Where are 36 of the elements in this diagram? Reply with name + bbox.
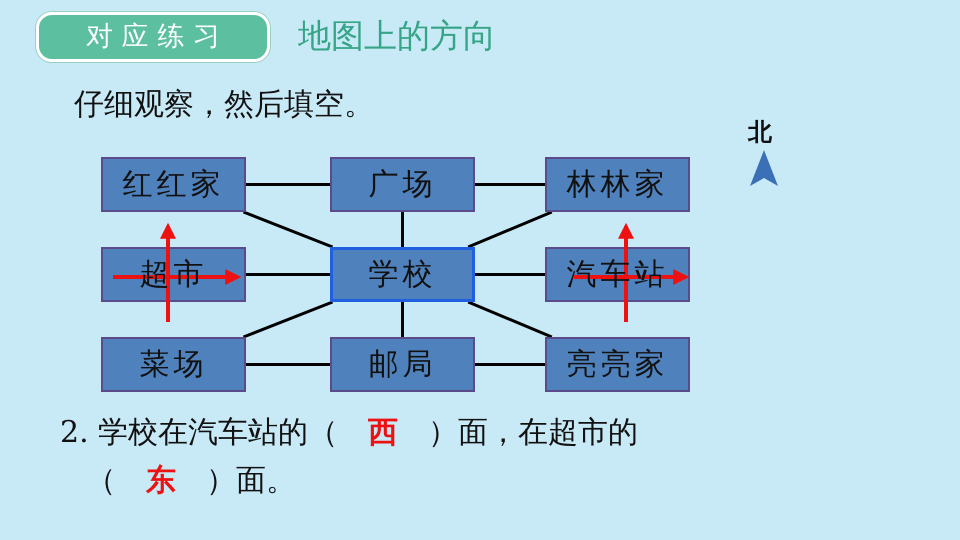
map-place-box <box>330 247 475 302</box>
connector-line <box>242 300 334 338</box>
north-label: 北 <box>748 116 772 148</box>
answer-text: 西 <box>368 414 398 452</box>
question-text: 2. 学校在汽车站的（ <box>60 414 338 452</box>
connector-line <box>246 363 330 366</box>
question-text: （ <box>86 462 116 500</box>
map-place-box <box>330 157 475 212</box>
place-name: 菜场 <box>140 346 208 384</box>
place-name: 学校 <box>368 256 436 294</box>
instruction-text: 仔细观察，然后填空。 <box>74 86 374 124</box>
connector-line <box>401 212 404 247</box>
place-name: 邮局 <box>368 346 436 384</box>
connector-line <box>475 273 545 276</box>
map-place-box <box>545 157 690 212</box>
map-place-box <box>101 337 246 392</box>
connector-line <box>475 183 545 186</box>
map-place-box <box>330 337 475 392</box>
place-name: 红红家 <box>122 166 224 204</box>
connector-line <box>468 210 552 248</box>
question-text: ）面，在超市的 <box>428 414 638 452</box>
map-place-box <box>545 337 690 392</box>
connector-line <box>475 363 545 366</box>
title: 地图上的方向 <box>298 15 496 57</box>
section-badge: 对 应 练 习 <box>36 12 270 62</box>
connector-line <box>246 273 330 276</box>
place-name: 广场 <box>368 166 436 204</box>
map-place-box <box>101 157 246 212</box>
place-name: 亮亮家 <box>566 346 668 384</box>
connector-line <box>246 183 330 186</box>
connector-line <box>468 300 552 338</box>
question-text: ）面。 <box>206 462 296 500</box>
connector-line <box>242 210 334 248</box>
answer-text: 东 <box>146 462 176 500</box>
connector-line <box>401 302 404 337</box>
place-name: 林林家 <box>566 166 668 204</box>
